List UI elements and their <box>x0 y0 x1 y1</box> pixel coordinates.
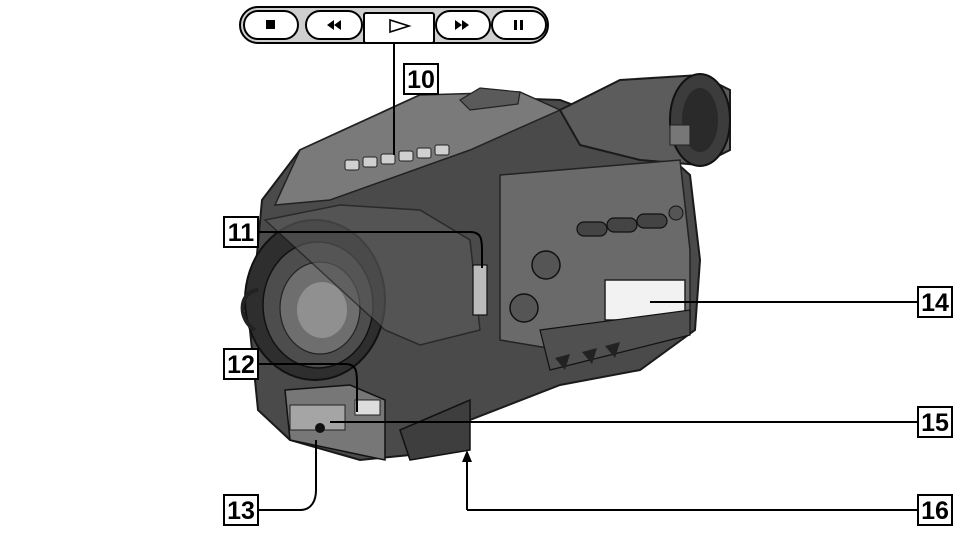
callout-14: 14 <box>917 286 953 318</box>
callout-10: 10 <box>403 63 439 95</box>
callout-12: 12 <box>223 348 259 380</box>
callout-12-label: 12 <box>227 351 255 379</box>
callout-14-label: 14 <box>921 289 949 317</box>
play-icon <box>389 18 412 34</box>
stop-icon <box>266 20 275 29</box>
callout-15: 15 <box>917 406 953 438</box>
callout-16-label: 16 <box>921 497 949 525</box>
transport-controls <box>239 6 549 44</box>
pause-icon <box>514 20 523 30</box>
callout-11-label: 11 <box>228 219 255 247</box>
callout-15-label: 15 <box>921 409 949 437</box>
callout-13: 13 <box>223 494 259 526</box>
leader-lines <box>258 43 918 511</box>
camcorder-illustration <box>240 73 731 462</box>
fast-forward-icon <box>455 20 469 30</box>
pause-button[interactable] <box>491 10 547 40</box>
callout-16: 16 <box>917 494 953 526</box>
callout-10-label: 10 <box>407 66 435 94</box>
callout-13-label: 13 <box>227 497 255 525</box>
stop-button[interactable] <box>243 10 299 40</box>
arrow-16 <box>462 450 472 462</box>
rewind-button[interactable] <box>305 10 363 40</box>
rewind-icon <box>327 20 341 30</box>
play-button[interactable] <box>363 12 435 44</box>
fast-forward-button[interactable] <box>435 10 491 40</box>
callout-11: 11 <box>223 216 259 248</box>
